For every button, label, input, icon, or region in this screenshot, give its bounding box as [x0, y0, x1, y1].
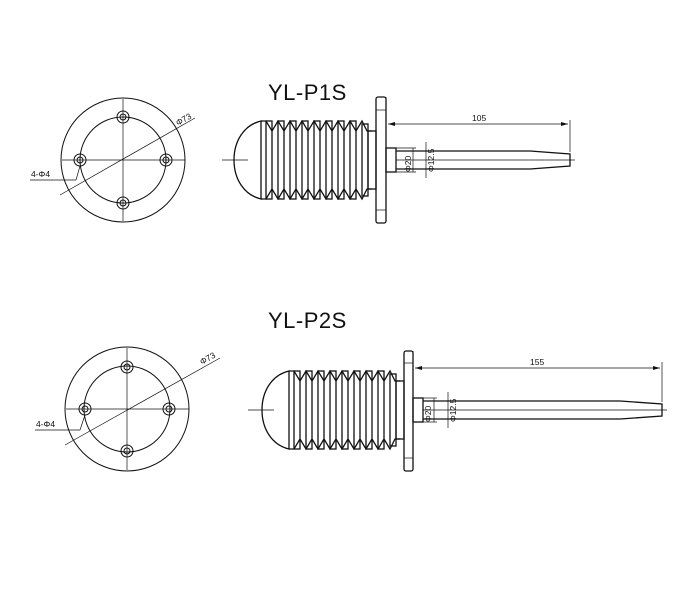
length-label: 105 [472, 113, 486, 123]
drawing-title: YL-P1S [268, 80, 347, 105]
flange-body [395, 380, 405, 440]
dome-cap [233, 120, 262, 200]
bore-outer-label: Φ20 [423, 405, 433, 422]
drawing-yl-p2s: YL-P2S Φ73 4-Φ4 [35, 308, 667, 472]
bellows-top [261, 119, 372, 133]
drawing-title: YL-P2S [268, 308, 347, 333]
bore-inner-label: Φ12.5 [426, 148, 436, 172]
drawing-yl-p1s: YL-P1S Φ73 4-Φ4 [30, 80, 575, 224]
flange-diameter-label: Φ73 [198, 350, 217, 367]
dome-cap [261, 370, 290, 450]
neck [385, 147, 397, 173]
bolt-holes-label: 4-Φ4 [36, 419, 55, 429]
length-label: 155 [530, 357, 544, 367]
flange-plate [403, 350, 414, 472]
flange-body [367, 130, 377, 190]
terminal-side-view: 105 Φ20 Φ12.5 [222, 96, 575, 224]
bellows-bottom [289, 437, 400, 451]
bore-outer-label: Φ20 [403, 155, 413, 172]
bore-inner-label: Φ12.5 [448, 398, 458, 422]
flange-front-view: Φ73 4-Φ4 [30, 97, 196, 223]
bellows-bottom [261, 187, 372, 201]
neck [412, 397, 424, 423]
flange-front-view: Φ73 4-Φ4 [35, 346, 221, 472]
flange-plate [375, 96, 387, 224]
bolt-holes-label: 4-Φ4 [31, 169, 50, 179]
flange-diameter-label: Φ73 [174, 111, 193, 128]
bellows-top [289, 369, 400, 383]
diameter-leader [59, 117, 196, 196]
diameter-leader [64, 357, 221, 446]
terminal-side-view: 155 Φ20 Φ12.5 [248, 350, 667, 472]
